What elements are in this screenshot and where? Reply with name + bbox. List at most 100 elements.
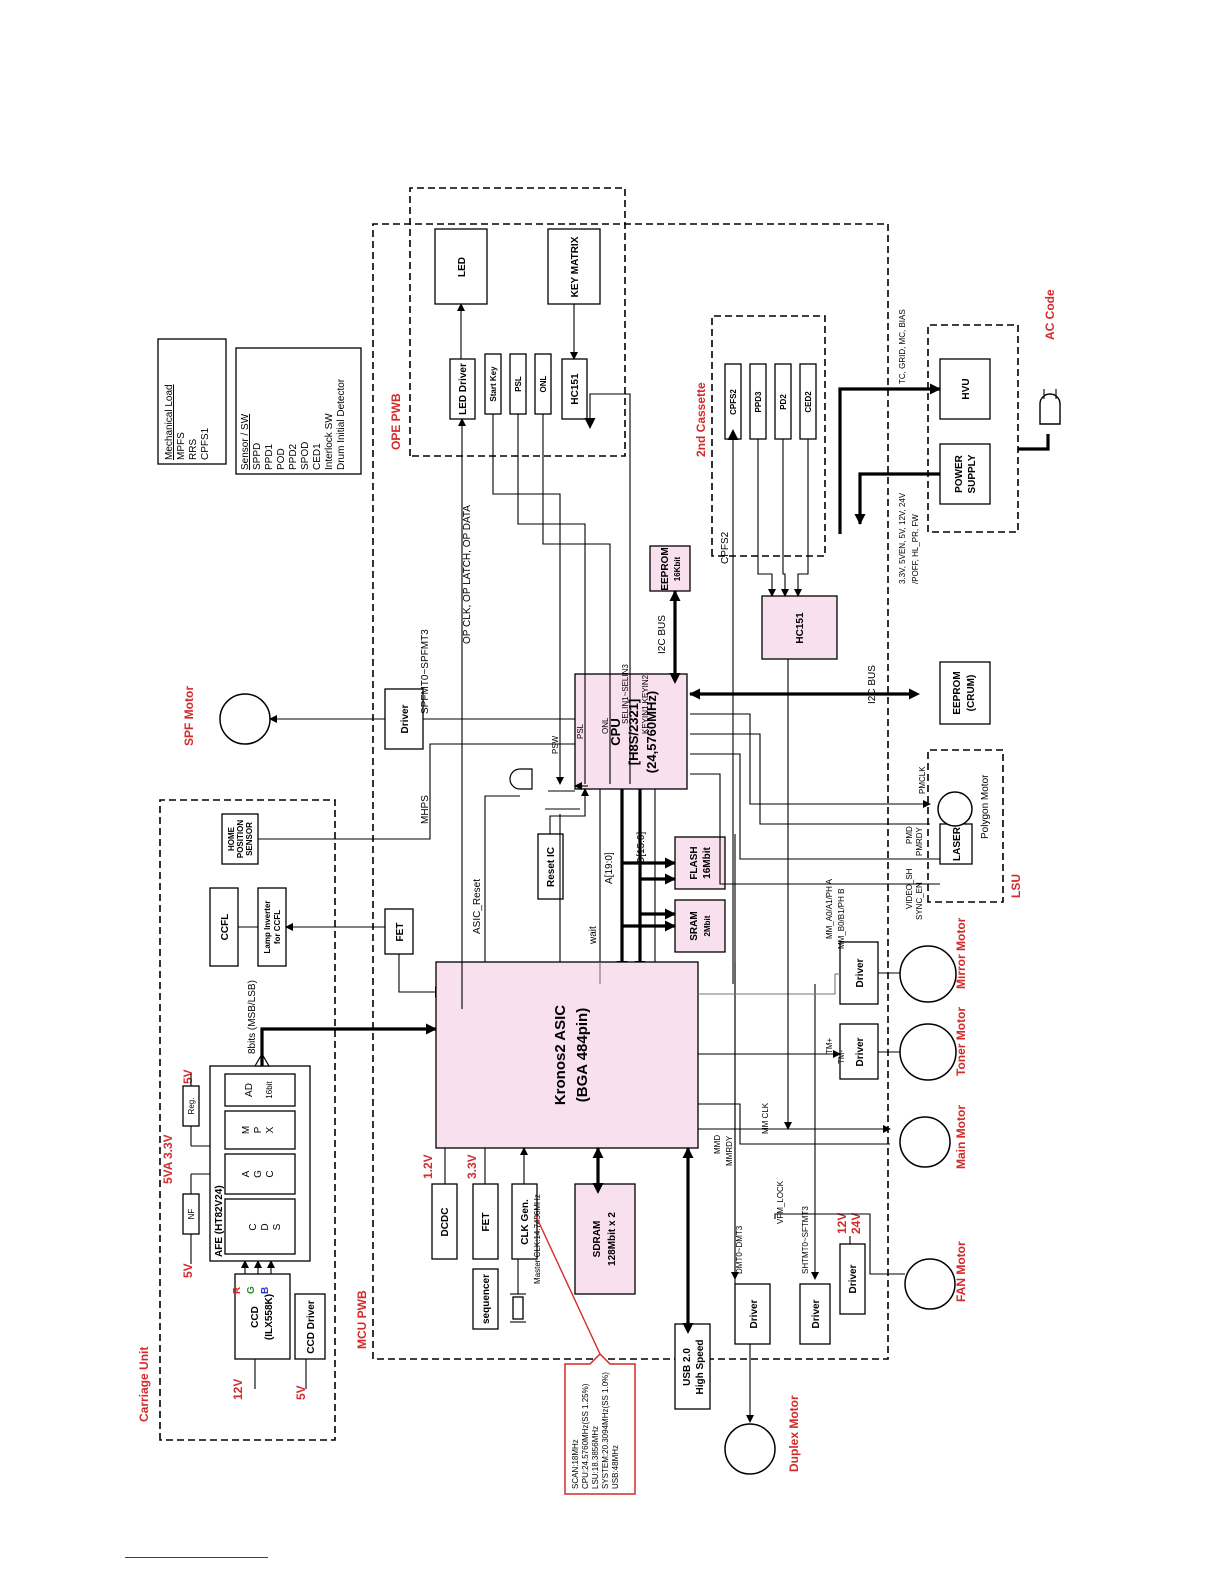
tm-plus-label: TM+ — [825, 1037, 834, 1054]
psw-label: PSW — [551, 735, 560, 754]
nf-5v-label: 5V — [181, 1263, 195, 1278]
psl-key-block[interactable]: PSL — [509, 353, 527, 415]
sdram-block: SDRAM 128Mbit x 2 — [574, 1183, 636, 1295]
rgb-g-label: G — [246, 1286, 257, 1294]
svg-text:ONL: ONL — [539, 375, 548, 392]
cassette-sensor-ppd3: PPD3 — [749, 363, 767, 440]
selin-label: SELIN1~SELIN3 — [621, 664, 630, 724]
svg-text:128Mbit x 2: 128Mbit x 2 — [607, 1212, 618, 1266]
svg-text:PSL: PSL — [514, 376, 523, 392]
master-clk-label: Master CLK:14.7456MHz — [533, 1194, 542, 1284]
main-motor-icon — [899, 1116, 951, 1168]
svg-text:Driver: Driver — [855, 958, 866, 987]
start-key-block[interactable]: Start Key — [484, 353, 502, 415]
ope-pwb-label: OPE PWB — [389, 393, 403, 450]
svg-text:Driver: Driver — [848, 1264, 859, 1293]
lsu-label: LSU — [1009, 874, 1023, 898]
svg-text:SCAN:18MHz: SCAN:18MHz — [571, 1439, 580, 1489]
mechanical-item: CPFS1 — [200, 427, 211, 460]
cassette-sensor-cpfs2: CPFS2 — [724, 363, 742, 440]
svg-text:PD2: PD2 — [779, 394, 788, 410]
dcdc-block: DCDC — [431, 1183, 458, 1260]
svg-text:HOME: HOME — [227, 826, 236, 851]
dcdc-12v-label: 1.2V — [421, 1154, 435, 1179]
svg-text:EEPROM: EEPROM — [660, 547, 671, 590]
crystal-symbol — [510, 1259, 526, 1323]
svg-text:KEY MATRIX: KEY MATRIX — [570, 236, 581, 297]
reg-5v-label: 5V — [181, 1069, 195, 1084]
svg-text:sequencer: sequencer — [481, 1274, 492, 1324]
address-bus-label: A[19:0] — [604, 852, 615, 884]
keyin-label: KEYIN1,KEYIN2 — [641, 674, 650, 734]
svg-text:16Mbit: 16Mbit — [702, 846, 713, 878]
svg-text:USB:48MHz: USB:48MHz — [611, 1445, 620, 1489]
fan-driver-block: Driver — [839, 1243, 866, 1315]
svg-text:P: P — [253, 1126, 264, 1133]
mechanical-load-legend: Mechanical Load MPFS RRS CPFS1 — [157, 338, 227, 465]
svg-text:HC151: HC151 — [795, 612, 806, 644]
cassette-sensor-ced2: CED2 — [799, 363, 817, 440]
svg-text:16bit: 16bit — [265, 1081, 274, 1099]
tm-minus-label: TM- — [837, 1049, 846, 1064]
asic-block: Kronos2 ASIC (BGA 484pin) — [435, 961, 699, 1149]
usb-block: USB 2.0 High Speed — [674, 1323, 711, 1410]
sensor-item: PPD2 — [288, 443, 299, 470]
mirror-motor-label: Mirror Motor — [954, 917, 968, 989]
sensor-legend: Sensor / SW SPPD PPD1 POD PPD2 SPOD CED1… — [235, 347, 362, 475]
sensor-title: Sensor / SW — [240, 413, 251, 470]
svg-text:FET: FET — [395, 923, 406, 942]
onl-label: ONL — [601, 717, 610, 734]
svg-text:C: C — [248, 1223, 259, 1230]
svg-text:Reset IC: Reset IC — [546, 847, 557, 887]
svg-text:USB 2.0: USB 2.0 — [682, 1348, 693, 1386]
svg-text:(CRUM): (CRUM) — [966, 675, 977, 712]
mechanical-item: MPFS — [176, 432, 187, 460]
spf-driver-block: Driver — [384, 688, 424, 750]
eeprom-16k-block: EEPROM 16Kbit — [649, 545, 691, 592]
hvu-block: HVU — [939, 358, 991, 420]
cpfs2-label: CPFS2 — [720, 531, 731, 564]
mm-clk-label: MM CLK — [761, 1102, 770, 1134]
polygon-motor-icon — [937, 791, 973, 827]
duplex-motor-label: Duplex Motor — [787, 1395, 801, 1472]
spf-motor-icon — [219, 693, 271, 745]
svg-text:Kronos2 ASIC: Kronos2 ASIC — [552, 1005, 569, 1105]
svg-text:X: X — [265, 1126, 276, 1133]
svg-text:CCD: CCD — [250, 1306, 261, 1328]
reset-ic-block: Reset IC — [537, 833, 564, 900]
mmrdy-label: MMRDY — [725, 1135, 734, 1166]
sensor-item: Drum Initial Detector — [336, 378, 347, 470]
svg-text:Driver: Driver — [855, 1037, 866, 1066]
svg-text:FLASH: FLASH — [689, 846, 700, 879]
vfm-lock-label: VFM_LOCK — [776, 1180, 785, 1224]
svg-text:PPD3: PPD3 — [754, 391, 763, 412]
svg-text:D: D — [260, 1223, 271, 1230]
carriage-unit-outline — [159, 799, 336, 1441]
wait-label: wait — [588, 926, 599, 945]
home-position-sensor-block: HOME POSITION SENSOR — [221, 813, 259, 865]
pmclk-label: PMCLK — [918, 766, 927, 794]
onl-key-block[interactable]: ONL — [534, 353, 552, 415]
sensor-item: PPD1 — [264, 443, 275, 470]
pmrdy-label: PMRDY — [915, 826, 924, 856]
svg-text:Reg.: Reg. — [187, 1098, 196, 1115]
sensor-item: CED1 — [312, 443, 323, 470]
svg-text:SYSTEM:20.3094MHz(SS 1.0%): SYSTEM:20.3094MHz(SS 1.0%) — [601, 1372, 610, 1489]
svg-text:2Mbit: 2Mbit — [703, 915, 712, 936]
carriage-unit-label: Carriage Unit — [137, 1347, 151, 1422]
hc151-mcu-block: HC151 — [761, 595, 838, 660]
svg-text:LASER: LASER — [952, 826, 963, 861]
ad-cell — [224, 1073, 296, 1107]
sensor-item: POD — [276, 448, 287, 470]
hc151-ope-block: HC151 — [561, 358, 588, 420]
cpu-block: CPU [H8S/2321] (24,5760MHz) — [574, 673, 688, 790]
svg-text:LED Driver: LED Driver — [458, 363, 469, 415]
svg-text:(ILX558K): (ILX558K) — [264, 1294, 275, 1340]
sram-block: SRAM 2Mbit — [674, 899, 726, 953]
svg-text:SUPPLY: SUPPLY — [967, 454, 978, 493]
svg-text:CED2: CED2 — [804, 391, 813, 413]
svg-text:(24,5760MHz): (24,5760MHz) — [644, 691, 659, 773]
and-gate-symbol — [509, 768, 533, 790]
